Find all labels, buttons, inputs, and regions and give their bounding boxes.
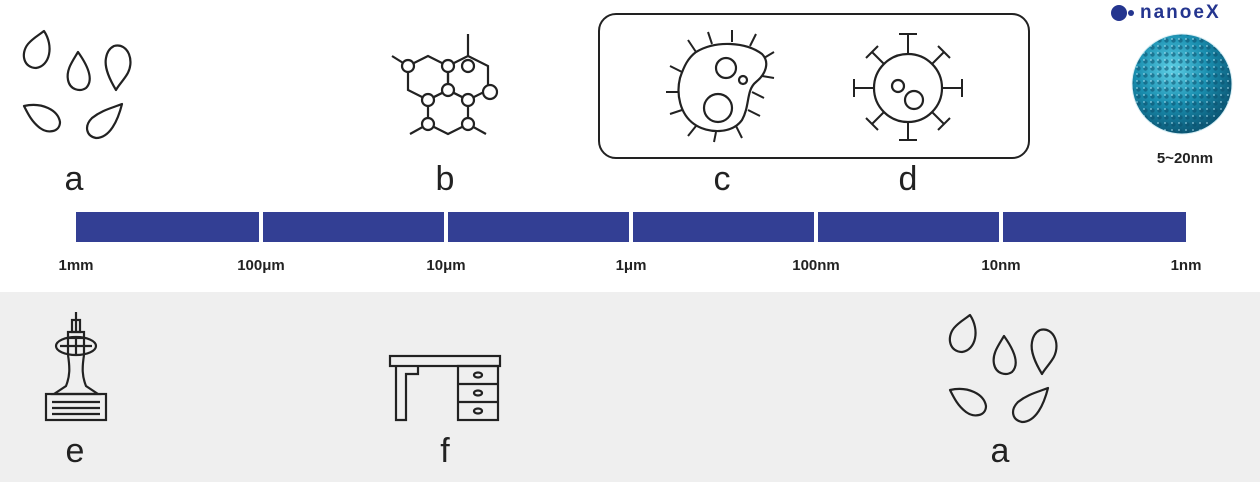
pollen-icon: [22, 29, 132, 140]
label-molecule: b: [435, 160, 455, 198]
bottom-comparison-panel: [0, 292, 1260, 482]
label-pollen: a: [64, 160, 84, 198]
tick-label: 100μm: [237, 257, 285, 274]
brand-logo: nanoeX: [1110, 2, 1221, 24]
microorganism-group-frame: [598, 13, 1030, 159]
tick-label: 10nm: [981, 257, 1021, 274]
scale-segment: [263, 212, 444, 242]
label-bacteria: c: [713, 160, 731, 198]
tick-label: 10μm: [426, 257, 466, 274]
desk-icon: [388, 354, 502, 422]
tick-label: 1nm: [1170, 257, 1202, 274]
bacteria-icon: [666, 30, 775, 143]
scale-segment: [1003, 212, 1186, 242]
molecule-icon: [391, 34, 499, 136]
scale-segment: [633, 212, 814, 242]
tick-label: 1mm: [58, 257, 94, 274]
scale-segment: [448, 212, 629, 242]
tick-label: 1μm: [615, 257, 647, 274]
brand-name: nanoeX: [1140, 2, 1221, 23]
nanoe-size-label: 5~20nm: [1156, 150, 1214, 167]
tower-icon: [44, 312, 108, 422]
virus-icon: [853, 33, 963, 141]
tick-label: 100nm: [792, 257, 840, 274]
label-virus: d: [898, 160, 918, 198]
nanoe-particle-icon: [1131, 33, 1233, 135]
label-pollen-bottom: a: [990, 432, 1010, 470]
label-desk: f: [440, 432, 450, 470]
brand-mark-icon: [1111, 5, 1134, 21]
scale-segment: [818, 212, 999, 242]
scale-segment: [76, 212, 259, 242]
label-tower: e: [65, 432, 85, 470]
pollen-icon: [948, 313, 1058, 424]
